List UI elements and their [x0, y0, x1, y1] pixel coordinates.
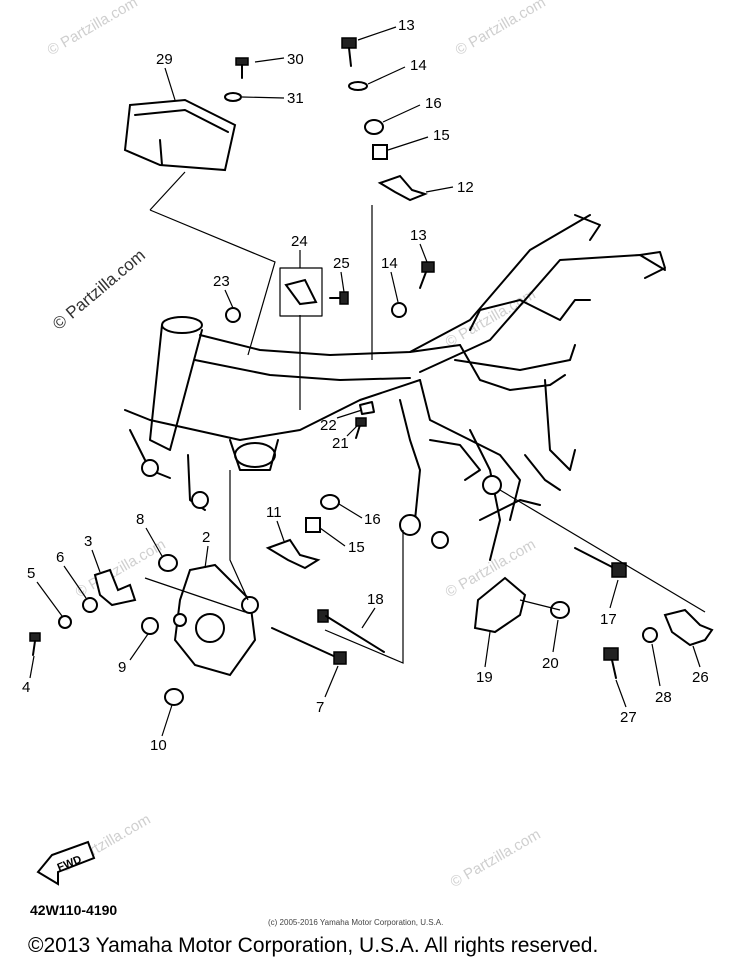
callout-label: 7 [316, 699, 324, 716]
callout-label: 18 [367, 591, 384, 608]
leader-line [324, 530, 404, 664]
callout-label: 30 [287, 51, 304, 68]
bracket-part [265, 538, 321, 570]
callout-label: 16 [425, 95, 442, 112]
main-frame [124, 214, 666, 561]
callout-label: 19 [476, 669, 493, 686]
leader-line [149, 171, 186, 211]
grommet-part [364, 119, 384, 135]
callout-label: 11 [266, 504, 282, 521]
bolt-part [419, 261, 435, 289]
washer-part [391, 302, 407, 318]
callout-label: 15 [348, 539, 365, 556]
bracket-part [663, 608, 714, 647]
callout-labels: 29 30 31 13 14 16 15 12 24 25 23 13 14 [22, 17, 709, 754]
bolt-part [341, 37, 357, 67]
callout-label: 17 [600, 611, 617, 628]
bolt-part [355, 417, 367, 439]
callout-label: 25 [333, 255, 350, 272]
nut-part [58, 615, 72, 629]
clamp-part [279, 267, 323, 317]
bracket-part [377, 174, 429, 202]
washer-part [141, 617, 159, 635]
callout-label: 8 [136, 511, 144, 528]
callout-label: 26 [692, 669, 709, 686]
callout-label: 10 [150, 737, 167, 754]
callout-label: 2 [202, 529, 210, 546]
callout-label: 4 [22, 679, 30, 696]
nut-part [164, 688, 184, 706]
bolt-part [603, 647, 619, 679]
long-bolt-part [271, 627, 347, 665]
callout-label: 20 [542, 655, 559, 672]
leader-line [144, 577, 246, 613]
callout-label: 16 [364, 511, 381, 528]
callout-label: 27 [620, 709, 637, 726]
callout-label: 12 [457, 179, 474, 196]
top-cover-part [123, 98, 237, 172]
washer-part [642, 627, 658, 643]
washer-part [82, 597, 98, 613]
callout-label: 9 [118, 659, 126, 676]
callout-label: 14 [381, 255, 398, 272]
leader-line [229, 470, 249, 601]
callout-label: 31 [287, 90, 304, 107]
washer-part [224, 92, 242, 102]
clip-part [359, 401, 375, 415]
collar-part [305, 517, 321, 533]
long-bolt-part [317, 609, 385, 653]
callout-label: 23 [213, 273, 230, 290]
engine-bracket-part [473, 576, 527, 634]
diagram-code: 42W110-4190 [30, 902, 118, 918]
screw-part [235, 57, 249, 79]
leader-line [499, 489, 706, 613]
long-bolt-part [574, 547, 627, 578]
callout-label: 13 [410, 227, 427, 244]
callout-label: 24 [291, 233, 308, 250]
forward-arrow-icon: FWD [36, 840, 96, 886]
callout-label: 14 [410, 57, 427, 74]
callout-label: 21 [332, 435, 349, 452]
callout-label: 15 [433, 127, 450, 144]
footer-copyright: ©2013 Yamaha Motor Corporation, U.S.A. A… [28, 934, 599, 957]
washer-part [348, 81, 368, 91]
nut-part [225, 307, 241, 323]
callout-label: 6 [56, 549, 64, 566]
callout-label: 28 [655, 689, 672, 706]
leader-line [519, 599, 561, 611]
engine-bracket-part [173, 563, 259, 677]
collar-part [372, 144, 388, 160]
bolt-part [29, 632, 41, 656]
callout-label: 13 [398, 17, 415, 34]
grommet-part [320, 494, 340, 510]
callout-label: 3 [84, 533, 92, 550]
leader-line [149, 209, 276, 356]
clamp-part [93, 568, 137, 607]
callout-label: 29 [156, 51, 173, 68]
nut-part [158, 554, 178, 572]
callout-label: 22 [320, 417, 337, 434]
small-copyright: (c) 2005-2016 Yamaha Motor Corporation, … [268, 918, 444, 927]
callout-label: 5 [27, 565, 35, 582]
bolt-part [329, 291, 349, 305]
